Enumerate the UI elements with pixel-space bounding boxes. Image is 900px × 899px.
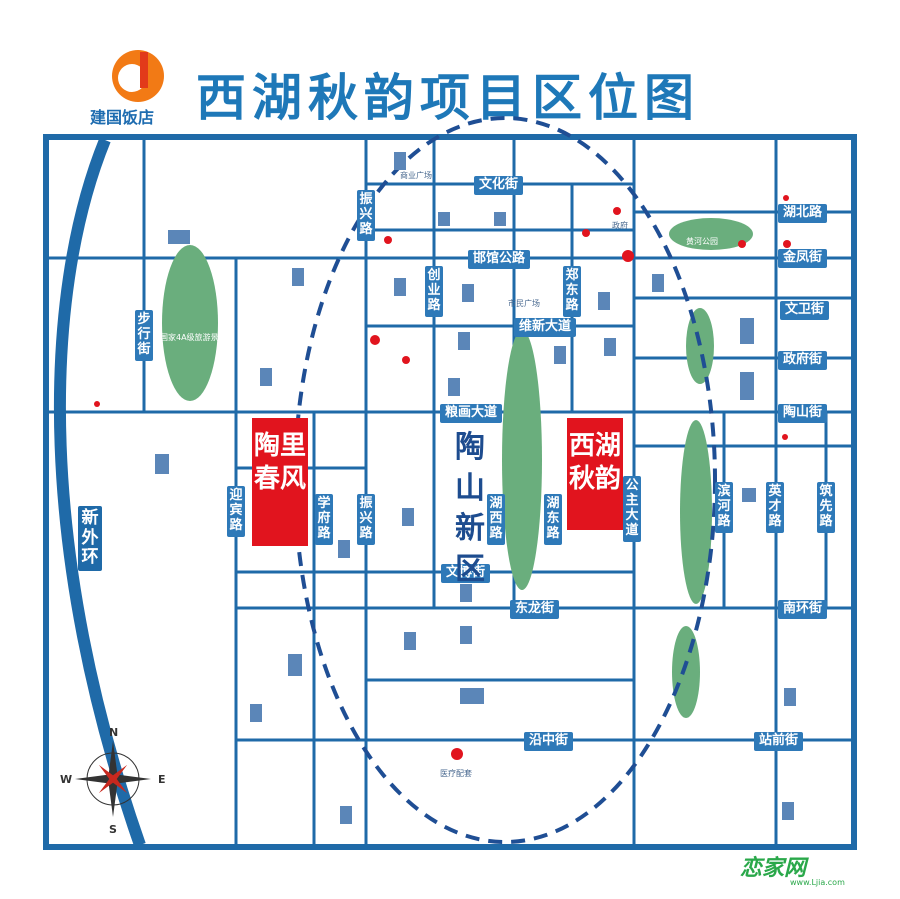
road-label-hubei: 湖北路 (778, 204, 828, 223)
compass-east: E (158, 773, 166, 786)
road-label-wenbo: 文博街 (441, 564, 491, 583)
road-label-nanhuan: 南环街 (778, 600, 828, 619)
road-label-zhenxing-south: 振兴路 (357, 494, 375, 545)
brand-name: 建国饭店 (90, 108, 155, 127)
road-label-huxi: 湖西路 (487, 494, 505, 545)
road-label-buxing: 步行街 (135, 310, 153, 361)
place-huanghe: 黄河公园 (686, 237, 718, 246)
road-label-wenwei: 文卫街 (780, 301, 830, 320)
road-label-yingbin: 迎宾路 (227, 486, 245, 537)
road-label-chuangye: 创业路 (425, 266, 443, 317)
district-label: 陶山新区 (455, 430, 485, 587)
compass-west: W (60, 773, 73, 786)
road-label-zhenxing-north: 振兴路 (357, 190, 375, 241)
road-label-xuefu: 学府路 (315, 494, 333, 545)
road-label-liangxiang: 粮画大道 (440, 404, 503, 423)
core-zone-boundary (293, 116, 717, 844)
page-title: 西湖秋韵项目区位图 (196, 68, 700, 127)
project-xihu-qiuyun[interactable]: 西湖秋韵 (567, 418, 623, 530)
road-label-zhengdong: 郑东路 (563, 266, 581, 317)
place-gov: 政府 (612, 221, 628, 230)
parks (162, 218, 753, 718)
place-park4a: 国家4A级旅游景点 (160, 333, 227, 342)
road-label-yingcai: 英才路 (766, 482, 784, 533)
compass-icon (75, 741, 151, 817)
watermark-logo: 恋家网 (740, 856, 807, 881)
ring-road (54, 137, 146, 847)
road-label-youguan: 邯馆公路 (468, 250, 531, 269)
road-label-zhengfu: 政府街 (778, 351, 828, 370)
road-label-zhuxian: 筑先路 (817, 482, 835, 533)
compass-north: N (109, 726, 119, 739)
road-label-jinfeng: 金凤街 (778, 249, 828, 268)
road-label-ring: 新外环 (78, 506, 102, 571)
place-shops: 商业广场 (400, 171, 432, 180)
place-shimin: 市民广场 (508, 299, 540, 308)
place-medical: 医疗配套 (440, 769, 472, 778)
road-label-weixin: 维新大道 (514, 318, 577, 337)
road-label-binhe: 滨河路 (715, 482, 733, 533)
project-taoli-chunfeng[interactable]: 陶里春风 (252, 418, 308, 546)
road-label-zhanqian: 站前街 (754, 732, 804, 751)
road-label-gongzhu: 公主大道 (623, 476, 641, 542)
watermark-url: www.Ljia.com (790, 878, 845, 887)
road-label-taoshan: 陶山街 (778, 404, 828, 423)
road-label-hudong: 湖东路 (544, 494, 562, 545)
road-label-donglong: 东龙街 (510, 600, 560, 619)
compass-south: S (109, 823, 117, 836)
road-label-yanzhong: 沿中街 (524, 732, 574, 751)
road-label-wenhua: 文化街 (474, 176, 524, 195)
brand-logo (112, 50, 164, 102)
poi-markers (94, 195, 791, 760)
building-icons (155, 152, 796, 824)
